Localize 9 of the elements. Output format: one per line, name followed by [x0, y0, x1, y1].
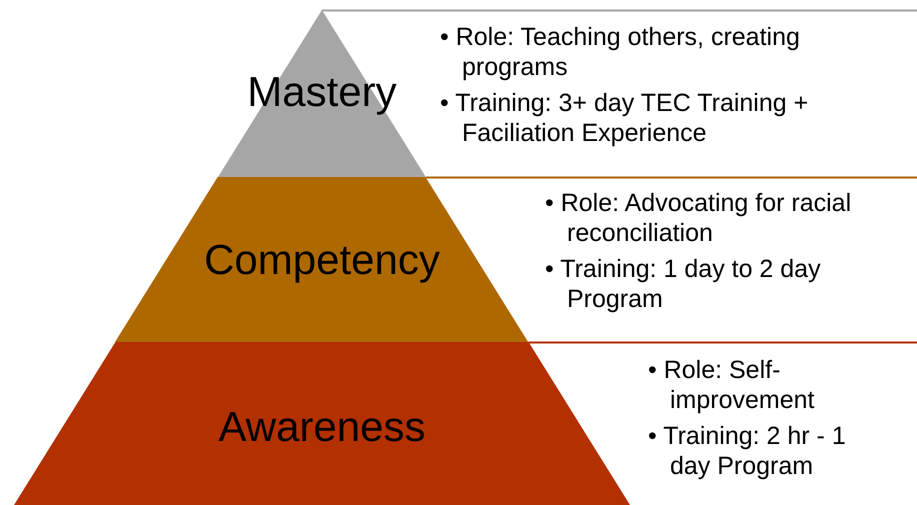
bullet-text: • Training: 2 hr - 1 day Program	[648, 421, 847, 481]
tier-label: Mastery	[247, 68, 397, 116]
bullet-text: • Training: 1 day to 2 day Program	[545, 254, 822, 314]
bullet-text: • Role: Teaching others, creating programs	[440, 22, 801, 82]
bullet-text: • Role: Self-improvement	[648, 355, 816, 415]
tier-label: Awareness	[218, 403, 426, 451]
bullet-text: • Role: Advocating for racial reconciliation	[545, 188, 852, 248]
tier-label: Competency	[204, 236, 440, 284]
bullet-text: • Training: 3+ day TEC Training + Faciliation Experience	[440, 88, 810, 148]
